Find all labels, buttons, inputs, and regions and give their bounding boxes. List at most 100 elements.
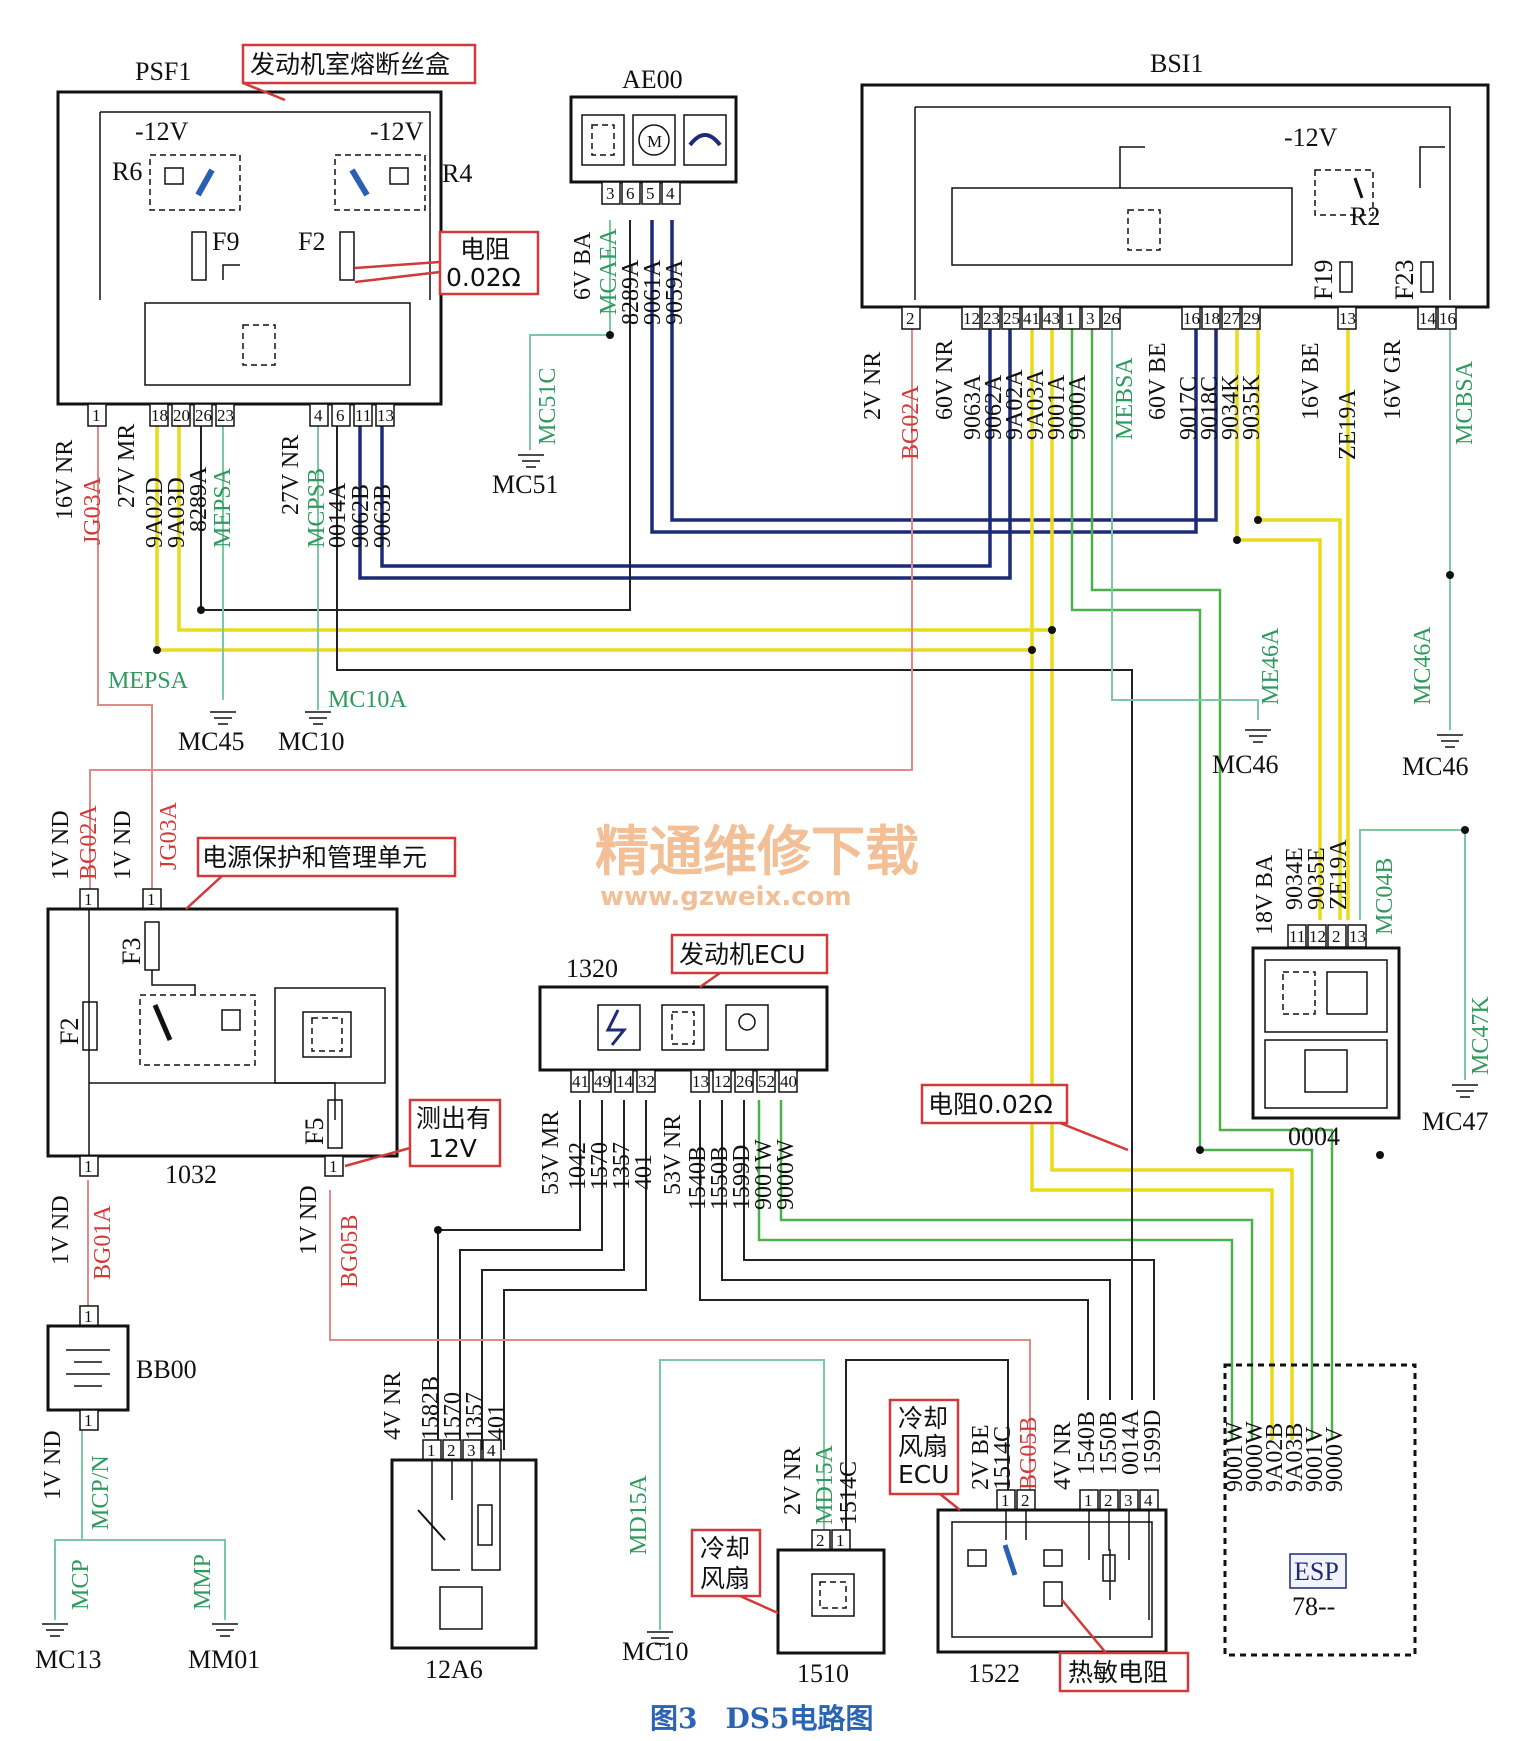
e1522-relay-coil — [967, 1549, 987, 1567]
callout-resistor-mid-box — [920, 1083, 1069, 1125]
wire-9001W — [757, 1100, 1234, 1440]
callout-1522-box — [888, 1398, 960, 1496]
wire-label: BG05B — [1016, 1417, 1042, 1490]
pin-label: 6 — [336, 406, 345, 425]
wire-label: 9001V — [1302, 1426, 1328, 1492]
ae00-wiper-frame — [683, 114, 727, 166]
pin — [1001, 306, 1021, 330]
figure-caption: 图3 DS5电路图 — [650, 1702, 873, 1735]
bsi1-module — [951, 187, 1293, 266]
wire-label: 9035K — [1239, 374, 1265, 440]
e1522-pins: 1 2 1 2 3 4 — [996, 1489, 1159, 1511]
ae00-motor-frame — [632, 114, 676, 166]
wire-9001A — [1070, 328, 1314, 1440]
pin — [661, 181, 681, 205]
wire-label: 2V NR — [780, 1447, 806, 1515]
wire-label: 9000A — [1065, 374, 1091, 440]
u1032-relay-coil — [221, 1009, 241, 1031]
junction-dot — [1196, 1146, 1204, 1154]
relay-r6-label: R6 — [112, 157, 142, 186]
watermark-url: www.gzweix.com — [600, 882, 852, 912]
battery-box — [46, 1324, 130, 1412]
wire-label: 9000V — [1322, 1426, 1348, 1492]
wire-label: 1570 — [440, 1392, 466, 1440]
wire-MEBSA — [1111, 328, 1259, 720]
wire-9034K — [1235, 328, 1322, 920]
lamp-icon — [725, 1004, 769, 1051]
wire-9061A — [650, 220, 1198, 534]
wire-label: 401 — [631, 1154, 657, 1190]
ground-mm01: MMP MM01 — [188, 1554, 260, 1674]
callout-leader — [699, 971, 721, 989]
wire-label: 27V MR — [114, 424, 140, 508]
pin — [1181, 306, 1201, 330]
ground-mc51: MC51C MC51 — [492, 368, 561, 499]
fuse-f23-label: F23 — [1390, 260, 1419, 300]
wire-label: 1582B — [418, 1376, 444, 1440]
callout-1522-line2: 风扇 — [898, 1432, 948, 1461]
c0004-box — [1251, 946, 1401, 1120]
pin-label: 2 — [447, 1441, 456, 1460]
component-1522: 2V BE 1514C BG05B 4V NR 1540B 1550B 0014… — [936, 1409, 1168, 1688]
wire-label: 53V MR — [538, 1111, 564, 1195]
wire-9A02B — [1030, 650, 1274, 1440]
junction-dot — [606, 331, 614, 339]
pin — [324, 1155, 344, 1177]
ae00-chip-inner — [591, 124, 615, 156]
callout-thermistor-text: 热敏电阻 — [1068, 1658, 1168, 1687]
pin — [149, 403, 169, 427]
junction-dot — [1233, 536, 1241, 544]
wire-8289A — [200, 220, 631, 611]
wire-label: 9000W — [1242, 1421, 1268, 1492]
ground-label: MC47 — [1422, 1107, 1488, 1136]
component-bb00: 1 1 BB00 1V ND MCP/N — [40, 1305, 197, 1530]
pin-label: 6 — [626, 184, 635, 203]
callout-measured-box — [408, 1098, 502, 1168]
component-1320: 1320 41 49 14 32 13 12 26 52 40 — [538, 954, 829, 1210]
pin — [215, 403, 235, 427]
pin — [87, 403, 107, 427]
fuse-f5 — [327, 1099, 343, 1149]
s12a6-switch — [417, 1509, 446, 1541]
wire-label: JG03A — [156, 801, 182, 870]
coolant-temp-icon — [1304, 1049, 1348, 1093]
pin-label: 5 — [646, 184, 655, 203]
pin — [1201, 306, 1221, 330]
wire-label: 8289A — [186, 466, 212, 532]
callout-resistor-line2: 0.02Ω — [446, 263, 521, 292]
fuse-f5-label: F5 — [300, 1118, 329, 1145]
psf1-wire-labels: 16V NR JG03A 27V MR 9A02D 9A03D 8289A ME… — [52, 424, 396, 548]
wire-label: 1540B — [685, 1146, 711, 1210]
pin-label: 4 — [666, 184, 675, 203]
fuse-f2-label: F2 — [55, 1018, 84, 1045]
wire-label: 1V ND — [48, 1195, 74, 1265]
wire-label: 60V BE — [1145, 342, 1171, 420]
wire-label: 9A02B — [1262, 1423, 1288, 1492]
pin-label: 1 — [84, 1157, 93, 1176]
ground-wire-label: MD15A — [626, 1474, 652, 1555]
component-1510: 2V NR MD15A 1514C 2 1 1510 — [776, 1444, 886, 1688]
wire-label: 9034K — [1218, 374, 1244, 440]
fuse-f19-label: F19 — [1309, 260, 1338, 300]
wire-label: 9A03A — [1023, 369, 1049, 440]
fuse-f9 — [191, 231, 207, 281]
ground-label: MC51 — [492, 470, 558, 499]
ground-label: MC46 — [1402, 752, 1468, 781]
wire-label: 4V NR — [380, 1372, 406, 1440]
c0004-chip-icon — [1282, 971, 1316, 1015]
wire-label: 1V ND — [110, 810, 136, 880]
e1522-id: 1522 — [968, 1659, 1020, 1688]
ground-wire-label: MC04B — [1372, 858, 1398, 935]
coolant-temp-icon — [439, 1586, 483, 1630]
psf1-volt-left: -12V — [135, 117, 189, 146]
pin-label: 32 — [638, 1072, 655, 1091]
ground-icon — [1437, 734, 1463, 748]
e1320-pins: 41 49 14 32 13 12 26 52 40 — [570, 1069, 798, 1093]
callout-1320-text: 发动机ECU — [679, 940, 806, 969]
bb00-id: BB00 — [136, 1355, 197, 1384]
psf1-chip-icon — [242, 324, 276, 366]
wire-label: 9063A — [960, 374, 986, 440]
wire-label: BG01A — [90, 1205, 116, 1280]
callout-leader — [1061, 1599, 1107, 1654]
ground-label: MC10 — [622, 1637, 688, 1666]
